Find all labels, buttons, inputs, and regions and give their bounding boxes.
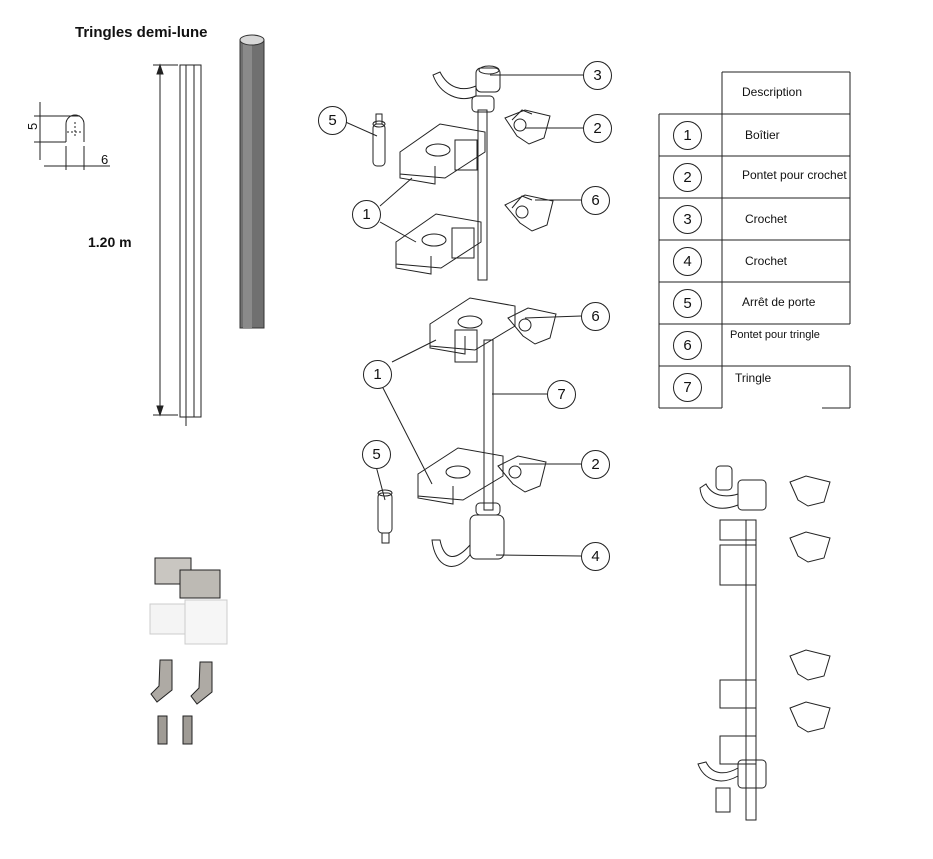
lower-assembly [377, 297, 557, 567]
parts-photo [149, 557, 228, 745]
legend-num-6: 6 [673, 331, 702, 360]
upper-assembly [372, 65, 554, 281]
profile-width-label: 6 [101, 152, 108, 167]
legend-num-5: 5 [673, 289, 702, 318]
callout-4: 4 [581, 542, 610, 571]
rod-outline-drawing [153, 63, 202, 426]
legend-num-1: 1 [673, 121, 702, 150]
callout-5-upper: 5 [318, 106, 347, 135]
legend-label-3: Crochet [745, 212, 788, 226]
callout-6-upper: 6 [581, 186, 610, 215]
rod-profile-sketch [34, 102, 110, 170]
legend-label-6: Pontet pour tringle [730, 329, 820, 341]
assembled-view [697, 465, 831, 821]
leader-lines [340, 74, 583, 557]
rod-render [239, 34, 265, 329]
legend-num-2: 2 [673, 163, 702, 192]
callout-7: 7 [547, 380, 576, 409]
callout-1-upper: 1 [352, 200, 381, 229]
callout-5-lower: 5 [362, 440, 391, 469]
legend-label-5: Arrêt de porte [742, 295, 816, 309]
callout-3: 3 [583, 61, 612, 90]
profile-height-label: 5 [25, 123, 40, 130]
callout-2-upper: 2 [583, 114, 612, 143]
legend-num-3: 3 [673, 205, 702, 234]
legend-table-grid [658, 71, 851, 409]
callout-2-lower: 2 [581, 450, 610, 479]
legend-label-1: Boîtier [745, 128, 780, 142]
diagram-title: Tringles demi-lune [75, 24, 208, 41]
legend-num-7: 7 [673, 373, 702, 402]
rod-length-label: 1.20 m [88, 234, 132, 250]
legend-header: Description [742, 85, 803, 99]
legend-label-7: Tringle [735, 371, 772, 385]
legend-label-2: Pontet pour crochet [742, 168, 847, 182]
callout-1-lower: 1 [363, 360, 392, 389]
legend-num-4: 4 [673, 247, 702, 276]
legend-label-4: Crochet [745, 254, 788, 268]
callout-6-lower: 6 [581, 302, 610, 331]
